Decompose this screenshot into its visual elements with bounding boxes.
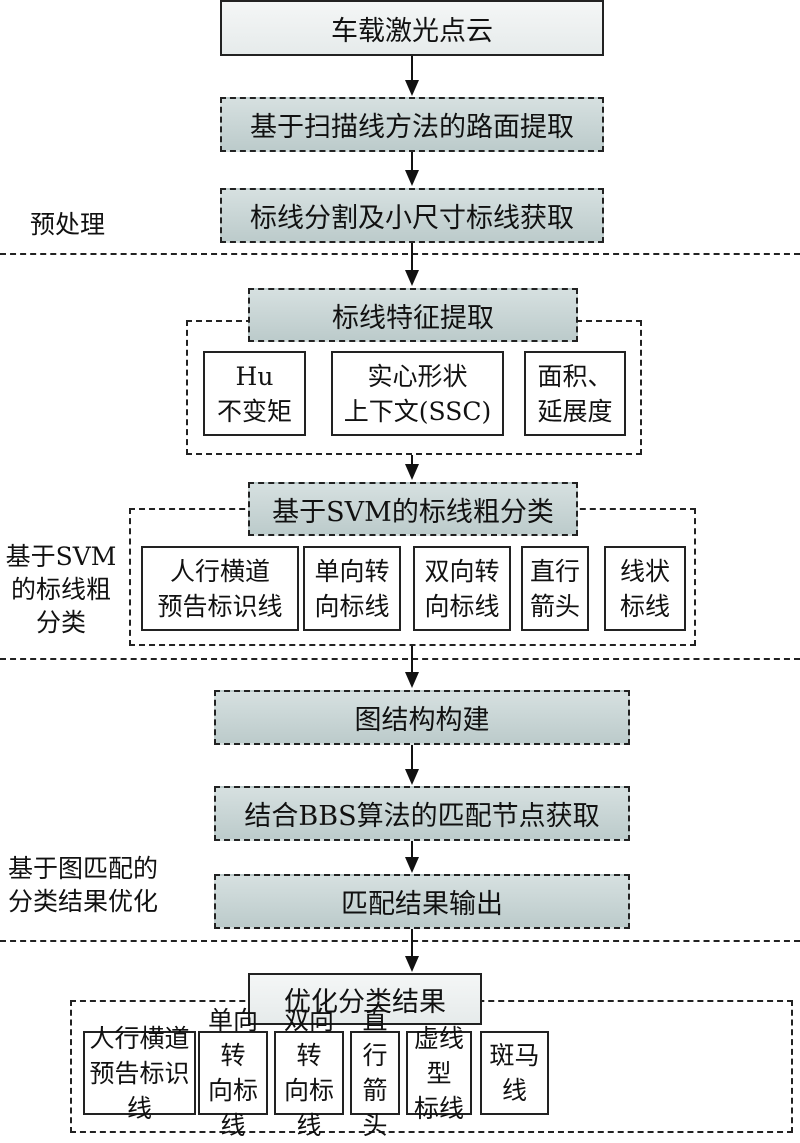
connector-line — [411, 745, 413, 771]
arrow-down-icon — [405, 270, 419, 286]
node-road-extraction: 基于扫描线方法的路面提取 — [220, 97, 604, 152]
coarse-class-straight-arrow: 直行箭头 — [521, 546, 589, 631]
stage-label-graph: 基于图匹配的 分类结果优化 — [8, 854, 159, 916]
node-input: 车载激光点云 — [220, 0, 604, 56]
connector-line — [411, 929, 413, 957]
node-graph-build: 图结构构建 — [214, 690, 630, 745]
node-final-result: 优化分类结果 — [248, 973, 482, 1025]
coarse-class-single-turn: 单向转向标线 — [303, 546, 401, 631]
node-svm-classification: 基于SVM的标线粗分类 — [248, 482, 578, 536]
connector-line — [411, 243, 413, 271]
node-feature-extraction: 标线特征提取 — [248, 288, 578, 342]
final-class-straight-arrow: 直行箭头 — [350, 1006, 400, 1140]
node-bbs-matching: 结合BBS算法的匹配节点获取 — [214, 786, 630, 841]
arrow-down-icon — [405, 80, 419, 96]
coarse-class-double-turn: 双向转向标线 — [413, 546, 511, 631]
coarse-class-crosswalk-warning: 人行横道预告标识线 — [141, 546, 299, 631]
arrow-down-icon — [405, 464, 419, 480]
feature-ssc: 实心形状上下文(SSC) — [331, 351, 504, 436]
stage-divider-1 — [0, 253, 800, 255]
stage-divider-2 — [0, 658, 800, 660]
final-class-single-turn: 单向转向标线 — [198, 1006, 268, 1140]
arrow-down-icon — [405, 956, 419, 972]
connector-line — [411, 841, 413, 859]
connector-line — [411, 56, 413, 82]
node-match-output: 匹配结果输出 — [214, 874, 630, 929]
stage-divider-3 — [0, 940, 800, 942]
final-class-crosswalk-warning: 人行横道预告标识线 — [83, 1024, 196, 1123]
final-class-dashed-marking: 虚线型标线 — [406, 1024, 472, 1123]
stage-label-preprocess: 预处理 — [30, 210, 106, 239]
connector-line — [411, 646, 413, 674]
arrow-down-icon — [405, 672, 419, 688]
coarse-class-linear-marking: 线状标线 — [604, 546, 686, 631]
connector-line — [411, 455, 413, 467]
final-class-zebra-crossing: 斑马线 — [480, 1031, 549, 1115]
arrow-down-icon — [405, 857, 419, 873]
connector-line — [411, 152, 413, 172]
arrow-down-icon — [405, 769, 419, 785]
stage-label-svm: 基于SVM 的标线粗 分类 — [5, 542, 117, 637]
final-class-double-turn: 双向转向标线 — [274, 1006, 344, 1140]
node-segmentation: 标线分割及小尺寸标线获取 — [220, 188, 604, 243]
feature-area: 面积、延展度 — [524, 351, 626, 436]
arrow-down-icon — [405, 170, 419, 186]
